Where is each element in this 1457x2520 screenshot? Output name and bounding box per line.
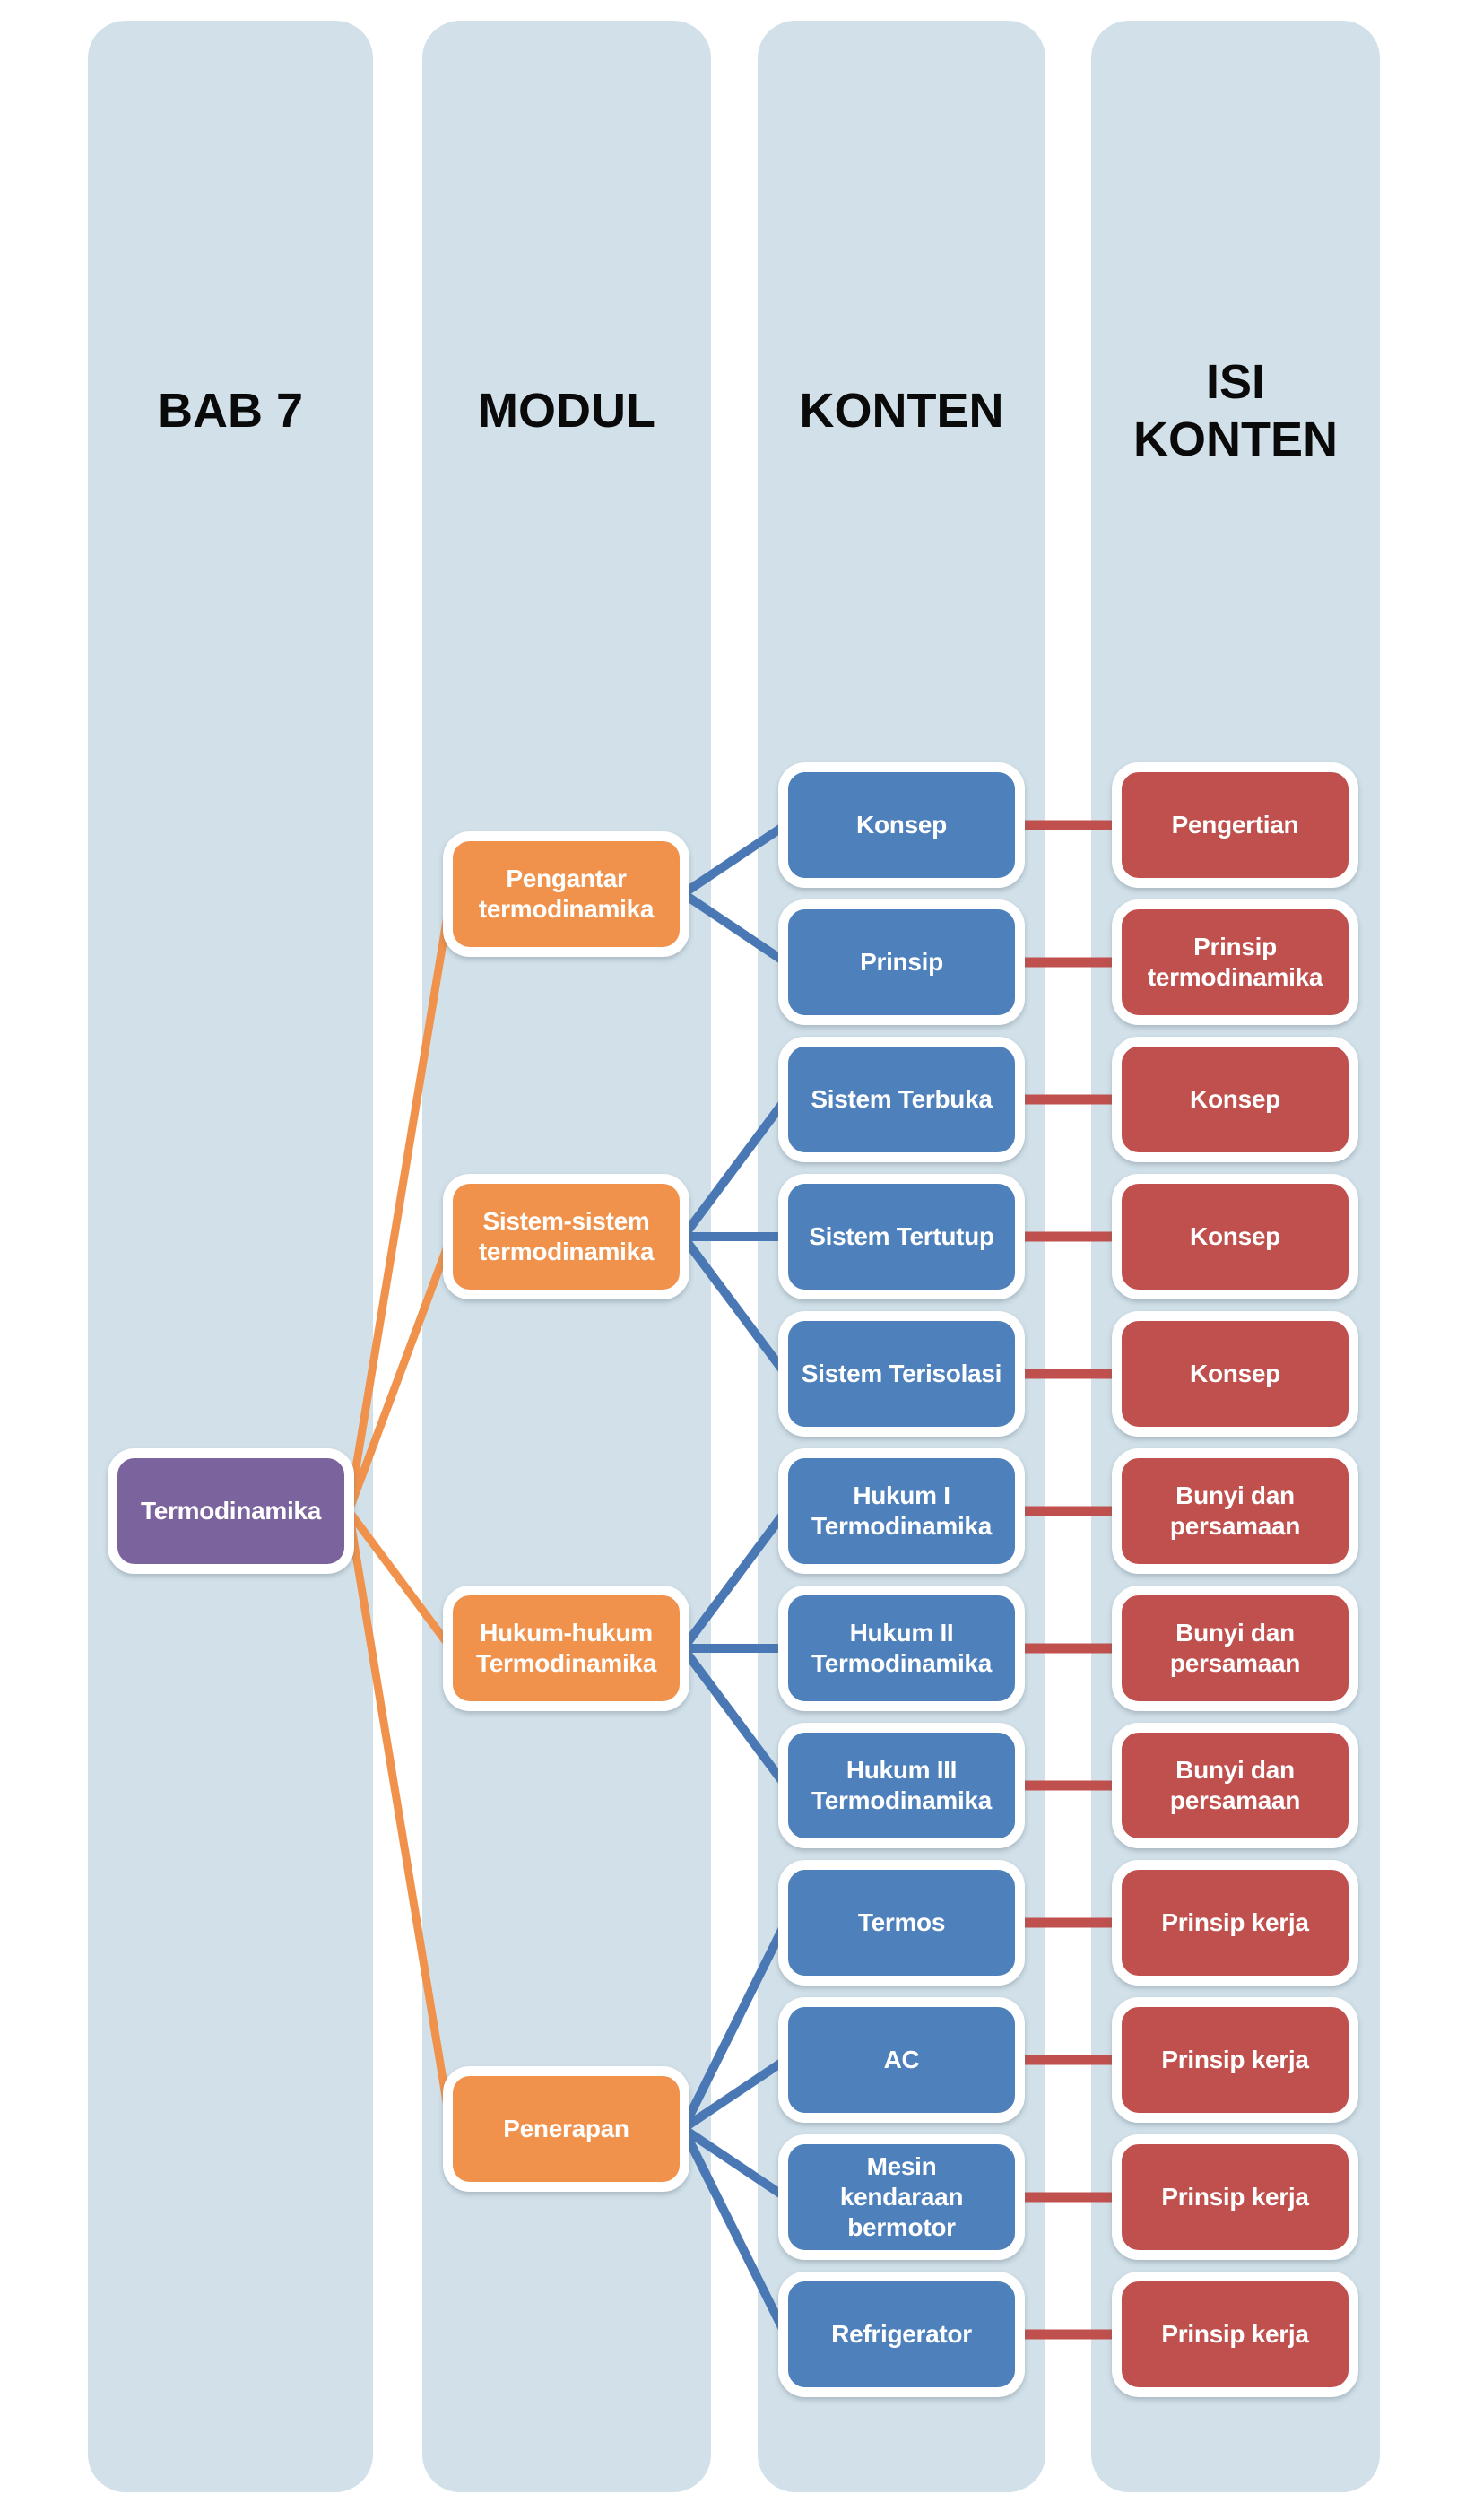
- connector-konten-line: [679, 1097, 790, 1239]
- node-modul-sistem-sistem-termodinamika: Sistem-sistem termodinamika: [443, 1174, 689, 1299]
- node-modul-penerapan: Penerapan: [443, 2065, 689, 2192]
- connector-konten-line: [679, 1920, 790, 2131]
- column-bab7: BAB 7: [88, 21, 373, 2492]
- node-konten-mesin-kendaraan-bermotor: Mesin kendaraan bermotor: [778, 2134, 1025, 2260]
- node-root-termodinamika: Termodinamika: [108, 1448, 354, 1574]
- connector-konten-line: [679, 1234, 790, 1377]
- connector-modul-line: [344, 892, 455, 1512]
- node-konten-sistem-terbuka: Sistem Terbuka: [778, 1037, 1025, 1162]
- node-konten-hukum-iii-termodinamika: Hukum III Termodinamika: [778, 1723, 1025, 1848]
- node-isi-prinsip-kerja-2: Prinsip kerja: [1112, 2134, 1358, 2260]
- node-konten-termos: Termos: [778, 1860, 1025, 1986]
- node-konten-konsep: Konsep: [778, 762, 1025, 888]
- connector-modul-line: [345, 1508, 455, 1651]
- column-header-bab7: BAB 7: [157, 384, 304, 438]
- connector-konten-line: [679, 2126, 790, 2337]
- connector-konten-line: [679, 1508, 790, 1651]
- connector-konten-line: [679, 1646, 790, 1788]
- column-header-modul: MODUL: [478, 384, 655, 438]
- node-isi-konsep-1: Konsep: [1112, 1174, 1358, 1299]
- node-isi-prinsip-termodinamika-1: Prinsip termodinamika: [1112, 899, 1358, 1025]
- node-konten-hukum-ii-termodinamika: Hukum II Termodinamika: [778, 1586, 1025, 1711]
- node-konten-refrigerator: Refrigerator: [778, 2272, 1025, 2397]
- node-modul-hukum-hukum-termodinamika: Hukum-hukum Termodinamika: [443, 1586, 689, 1711]
- node-isi-bunyi-dan-persamaan-2: Bunyi dan persamaan: [1112, 1723, 1358, 1848]
- node-konten-hukum-i-termodinamika: Hukum I Termodinamika: [778, 1448, 1025, 1574]
- connector-konten-line: [681, 2055, 788, 2133]
- column-header-konten: KONTEN: [799, 384, 1004, 438]
- node-isi-konsep-2: Konsep: [1112, 1311, 1358, 1437]
- connector-modul-line: [344, 1510, 455, 2130]
- connector-konten-line: [681, 890, 788, 967]
- connector-konten-line: [681, 2125, 788, 2202]
- node-isi-bunyi-dan-persamaan-0: Bunyi dan persamaan: [1112, 1448, 1358, 1574]
- connector-modul-line: [344, 1235, 455, 1513]
- node-isi-bunyi-dan-persamaan-1: Bunyi dan persamaan: [1112, 1586, 1358, 1711]
- node-isi-pengertian-0: Pengertian: [1112, 762, 1358, 888]
- connector-konten-line: [681, 821, 788, 898]
- node-konten-sistem-tertutup: Sistem Tertutup: [778, 1174, 1025, 1299]
- node-modul-pengantar-termodinamika: Pengantar termodinamika: [443, 830, 689, 957]
- node-isi-konsep-0: Konsep: [1112, 1037, 1358, 1162]
- column-header-isi-konten: ISI KONTEN: [1133, 355, 1338, 466]
- node-isi-prinsip-kerja-0: Prinsip kerja: [1112, 1860, 1358, 1986]
- node-konten-sistem-terisolasi: Sistem Terisolasi: [778, 1311, 1025, 1437]
- node-konten-ac: AC: [778, 1997, 1025, 2123]
- node-isi-prinsip-kerja-1: Prinsip kerja: [1112, 1997, 1358, 2123]
- node-isi-prinsip-kerja-3: Prinsip kerja: [1112, 2272, 1358, 2397]
- node-konten-prinsip: Prinsip: [778, 899, 1025, 1025]
